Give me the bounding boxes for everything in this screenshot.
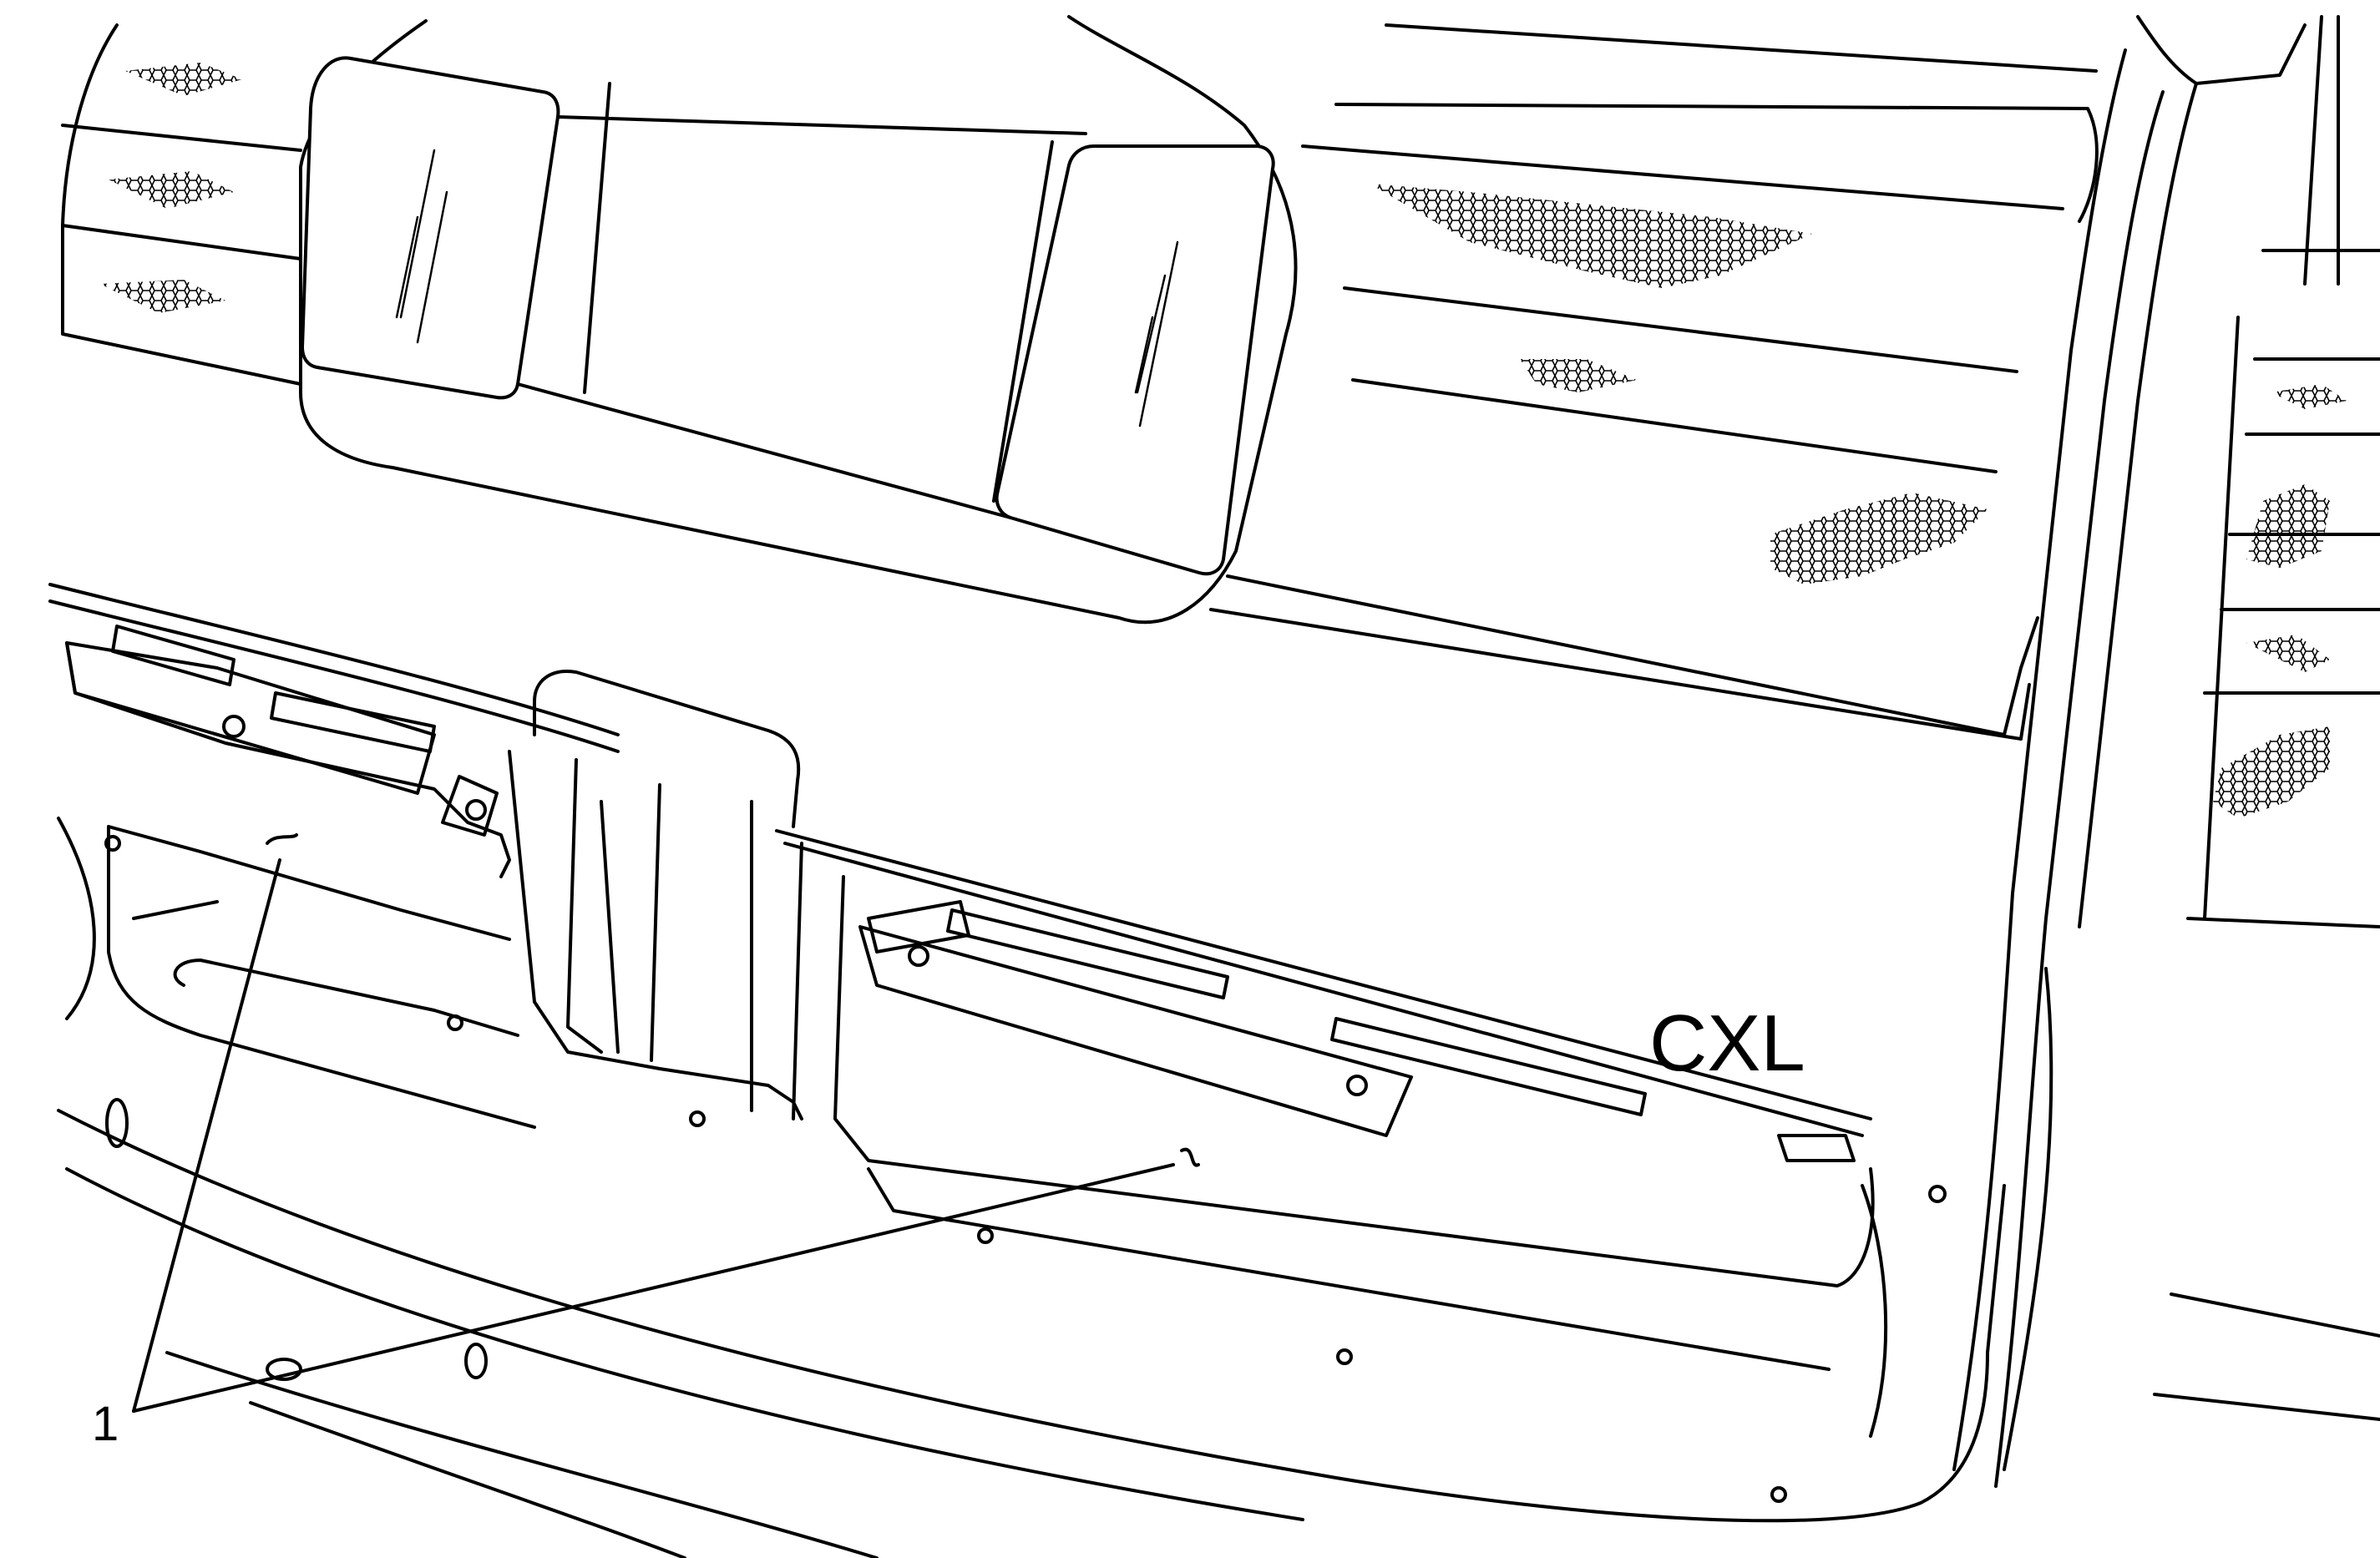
right-upper-trim-shelves (1209, 23, 2099, 741)
left-upper-body-panel (61, 23, 302, 386)
callout-number: 1 (92, 1397, 119, 1451)
trim-label: CXL (1649, 999, 1805, 1088)
callout-leaders (132, 858, 1175, 1413)
lower-door-panel (48, 583, 2006, 1558)
door-frame (1952, 15, 2380, 1488)
upper-door-trim (299, 15, 1298, 625)
